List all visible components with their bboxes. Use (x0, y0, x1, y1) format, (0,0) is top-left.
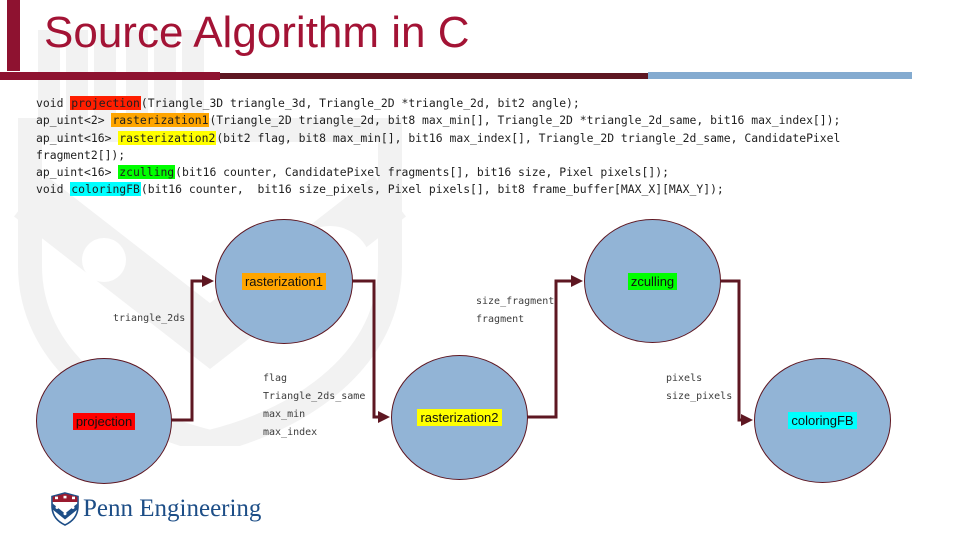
left-accent-bar (7, 0, 20, 71)
divider-maroon-thick (0, 72, 220, 80)
code-text: (Triangle_2D triangle_2d, bit8 max_min[]… (209, 113, 841, 128)
code-line-5: ap_uint<16> zculling(bit16 counter, Cand… (36, 164, 936, 181)
code-line-6: void coloringFB(bit16 counter, bit16 siz… (36, 181, 936, 198)
node-rasterization2: rasterization2 (391, 355, 528, 480)
edge-label-triangle-2ds-same: Triangle_2ds_same (263, 391, 366, 402)
divider-maroon-thin (220, 73, 648, 79)
code-text: (bit16 counter, CandidatePixel fragments… (175, 165, 669, 180)
code-text: void (36, 182, 71, 197)
code-line-1: void projection(Triangle_3D triangle_3d,… (36, 95, 936, 112)
code-text: (bit2 flag, bit8 max_min[], bit16 max_in… (216, 130, 841, 145)
divider-blue (648, 72, 912, 79)
code-highlight-projection: projection (70, 96, 141, 110)
code-highlight-coloringFB: coloringFB (70, 182, 141, 197)
code-highlight-rasterization2: rasterization2 (118, 130, 217, 145)
edge-label-pixels: pixels (666, 373, 703, 384)
slide-title: Source Algorithm in C (44, 8, 470, 57)
node-label-zculling: zculling (627, 272, 678, 290)
code-line-4: fragment2[]); (36, 147, 936, 164)
code-text: ap_uint<16> (36, 130, 119, 145)
node-label-rasterization2: rasterization2 (417, 409, 502, 426)
code-text: fragment2[]); (36, 147, 126, 162)
node-zculling: zculling (584, 219, 721, 343)
code-text: (bit16 counter, bit16 size_pixels, Pixel… (140, 182, 724, 197)
code-line-2: ap_uint<2> rasterization1(Triangle_2D tr… (36, 112, 936, 129)
penn-engineering-logo: Penn Engineering (50, 492, 261, 526)
penn-shield-icon (51, 492, 79, 526)
code-highlight-rasterization1: rasterization1 (111, 113, 210, 128)
node-projection: projection (36, 358, 172, 484)
edge-label-size-fragment: size_fragment (476, 296, 555, 307)
edge-label-max-index: max_index (263, 427, 318, 438)
node-label-rasterization1: rasterization1 (241, 273, 327, 290)
code-line-3: ap_uint<16> rasterization2(bit2 flag, bi… (36, 130, 936, 147)
code-text: (Triangle_3D triangle_3d, Triangle_2D *t… (140, 96, 580, 110)
edge-label-max-min: max_min (263, 409, 306, 420)
edge-label-flag: flag (263, 373, 288, 384)
code-highlight-zculling: zculling (118, 165, 176, 180)
edge-label-fragment: fragment (476, 314, 525, 325)
edge-label-triangle-2ds: triangle_2ds (113, 313, 186, 324)
c-source-code-listing: void projection(Triangle_3D triangle_3d,… (36, 95, 936, 199)
node-label-projection: projection (72, 412, 136, 430)
code-text: ap_uint<2> (36, 113, 112, 128)
penn-engineering-wordmark: Penn Engineering (83, 495, 262, 522)
node-label-coloringFB: coloringFB (788, 412, 857, 429)
code-text: void (36, 96, 71, 110)
node-coloringFB: coloringFB (754, 358, 891, 483)
code-text: ap_uint<16> (36, 165, 119, 180)
connector-projection-to-rasterization1 (171, 275, 214, 422)
edge-label-size-pixels: size_pixels (666, 391, 733, 402)
node-rasterization1: rasterization1 (215, 219, 353, 344)
